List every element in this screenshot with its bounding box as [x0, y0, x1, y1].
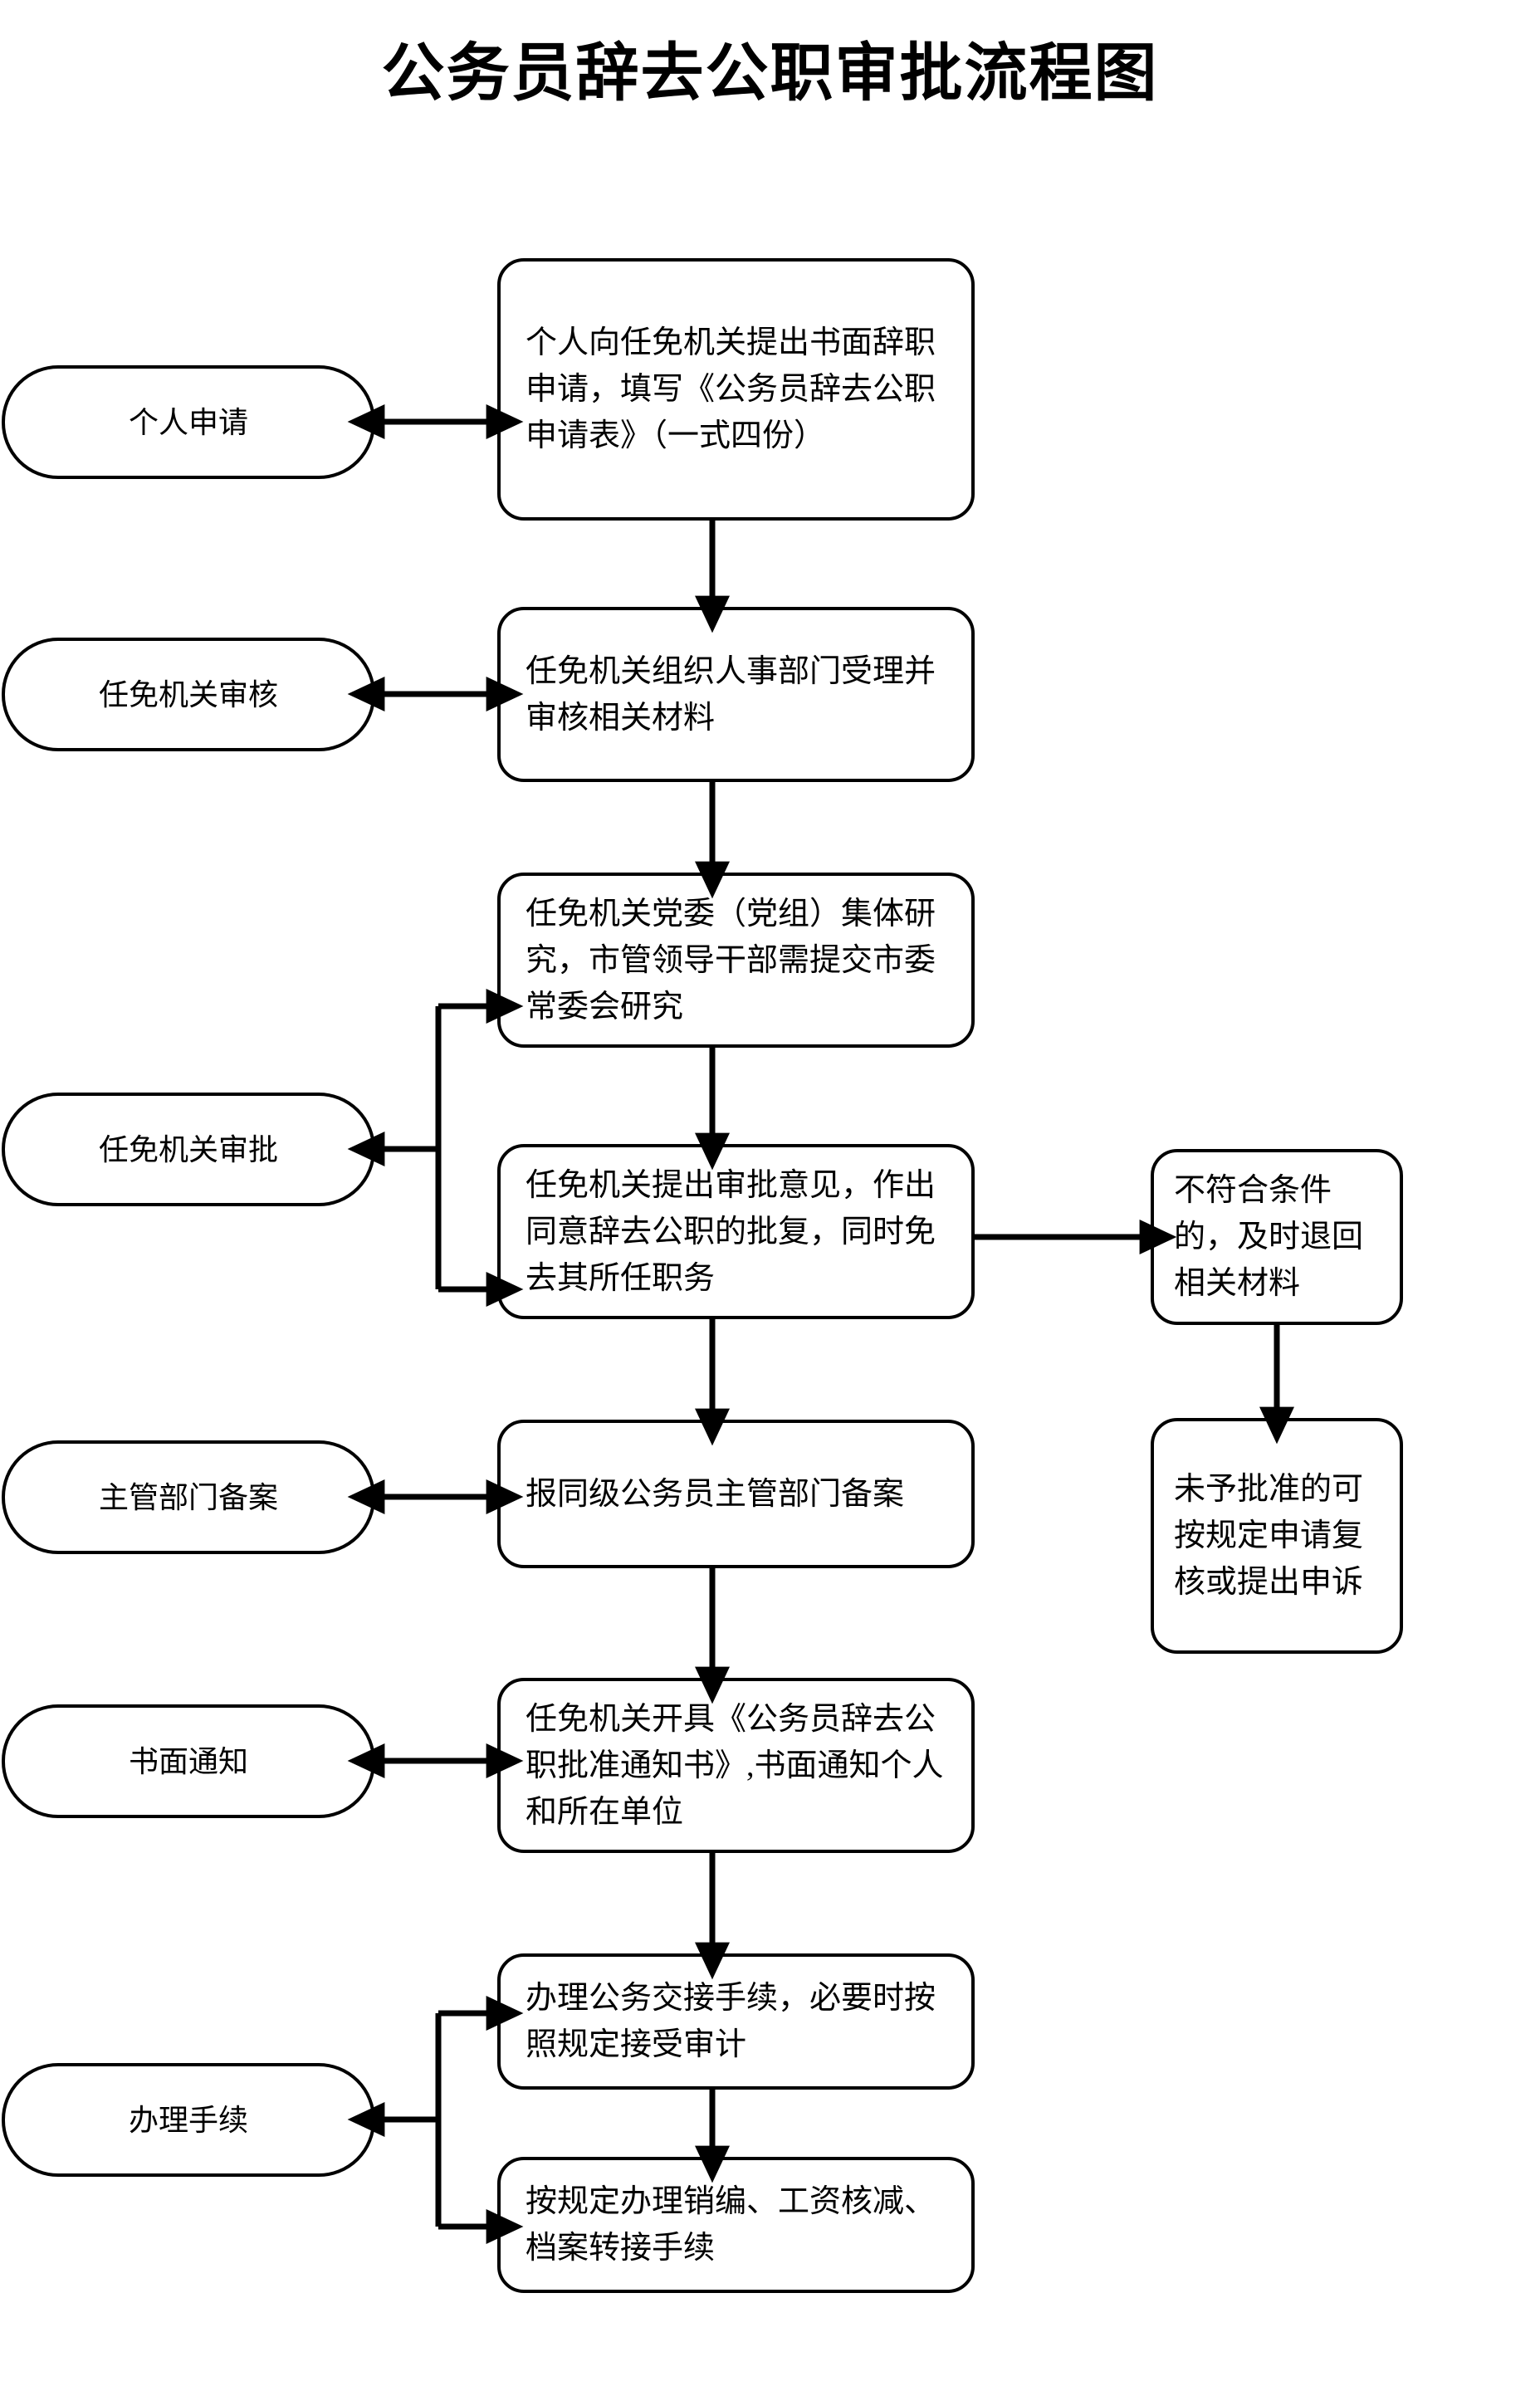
step-party-committee-label: 任免机关党委（党组）集体研究，市管领导干部需提交市委常委会研究: [526, 874, 951, 1046]
step-handover-audit-label: 办理公务交接手续，必要时按照规定接受审计: [526, 1955, 951, 2088]
branch-appeal-text: 未予批准的可按规定申请复核或提出申诉: [1174, 1472, 1364, 1600]
step-written-notice-label: 任免机关开具《公务员辞去公职批准通知书》,书面通知个人和所在单位: [526, 1679, 951, 1851]
step-approval-opinion-text: 任免机关提出审批意见，作出同意辞去公职的批复，同时免去其所任职务: [526, 1167, 936, 1296]
step-file-record-label: 报同级公务员主管部门备案: [526, 1421, 951, 1567]
stage-filing-label: 主管部门备案: [98, 1480, 278, 1514]
branch-return-materials-label: 不符合条件的，及时退回相关材料: [1174, 1151, 1380, 1323]
step-written-notice-text: 任免机关开具《公务员辞去公职批准通知书》,书面通知个人和所在单位: [526, 1701, 944, 1830]
step-submit-application-shape[interactable]: [497, 258, 975, 521]
step-payroll-archive-text: 按规定办理销编、工资核减、档案转接手续: [526, 2184, 936, 2266]
step-file-record-text: 报同级公务员主管部门备案: [526, 1476, 905, 1512]
branch-appeal-label: 未予批准的可按规定申请复核或提出申诉: [1174, 1420, 1380, 1652]
step-handover-audit-text: 办理公务交接手续，必要时按照规定接受审计: [526, 1981, 936, 2062]
branch-return-materials-text: 不符合条件的，及时退回相关材料: [1174, 1173, 1364, 1301]
stage-application-label: 个人申请: [128, 405, 248, 439]
step-party-committee-shape[interactable]: [497, 873, 975, 1048]
step-submit-application-text: 个人向任免机关提出书面辞职申请，填写《公务员辞去公职申请表》（一式四份）: [526, 325, 936, 453]
page-title: 公务员辞去公职审批流程图: [381, 39, 1159, 109]
stage-review-label: 任免机关审核: [98, 677, 278, 711]
stage-approval-label: 任免机关审批: [98, 1132, 278, 1166]
step-accept-review-label: 任免机关组织人事部门受理并审核相关材料: [526, 609, 951, 780]
stage-notification-label: 书面通知: [128, 1744, 248, 1778]
step-approval-opinion-label: 任免机关提出审批意见，作出同意辞去公职的批复，同时免去其所任职务: [526, 1146, 951, 1318]
step-payroll-archive-label: 按规定办理销编、工资核减、档案转接手续: [526, 2159, 951, 2291]
step-party-committee-text: 任免机关党委（党组）集体研究，市管领导干部需提交市委常委会研究: [526, 896, 936, 1024]
stage-formalities-label: 办理手续: [128, 2103, 248, 2137]
step-approval-opinion-shape[interactable]: [497, 1144, 975, 1319]
step-accept-review-text: 任免机关组织人事部门受理并审核相关材料: [526, 653, 936, 736]
step-submit-application-label: 个人向任免机关提出书面辞职申请，填写《公务员辞去公职申请表》（一式四份）: [526, 260, 951, 519]
